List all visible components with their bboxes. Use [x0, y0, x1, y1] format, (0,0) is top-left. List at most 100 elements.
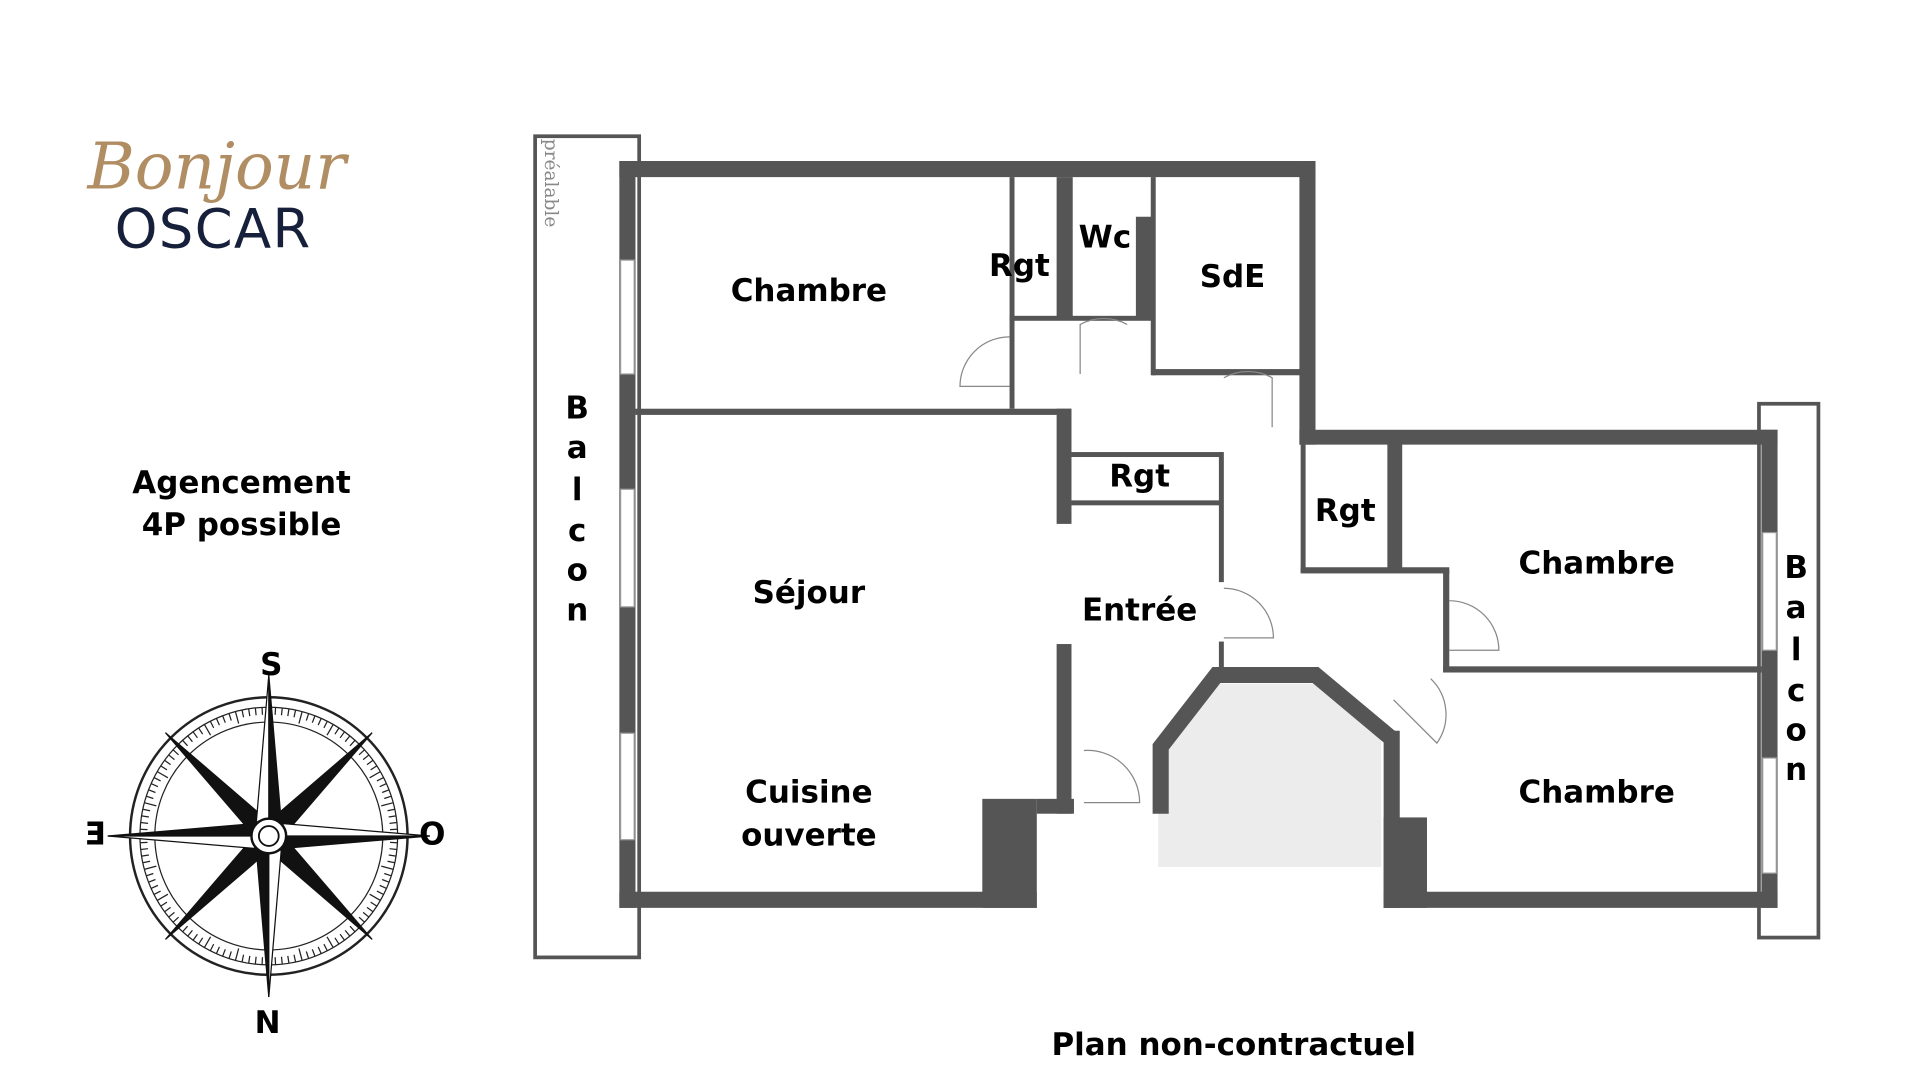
compass-tick	[198, 727, 204, 735]
compass-tick	[142, 808, 151, 812]
compass-tick	[153, 776, 161, 782]
compass-tick	[142, 860, 151, 864]
compass-tick	[376, 776, 384, 782]
compass-tick	[222, 949, 226, 957]
compass-tick	[311, 715, 316, 723]
compass-tick	[305, 713, 310, 721]
compass-tick	[156, 771, 169, 779]
compass-tick	[241, 709, 245, 718]
compass-tick	[160, 765, 168, 771]
compass-tick	[168, 754, 175, 761]
compass-tick	[203, 724, 212, 736]
compass-tick	[305, 951, 310, 959]
compass-tick	[334, 727, 340, 735]
compass-tick	[369, 893, 381, 901]
letter: c	[1787, 673, 1805, 709]
compass-tick	[144, 865, 157, 870]
compass-label-top: S	[260, 647, 282, 683]
compass-tick	[248, 708, 251, 717]
compass-tick	[280, 707, 283, 716]
room-label-rgt-1: Rgt	[989, 248, 1050, 284]
room-label-rgt-2: Rgt	[1109, 459, 1170, 495]
compass-tick	[287, 955, 290, 964]
logo: Bonjour OSCAR	[86, 129, 349, 260]
compass-tick	[388, 815, 397, 818]
compass-tick	[160, 901, 168, 907]
compass-tick	[326, 724, 334, 736]
compass-tick	[280, 956, 283, 965]
room-label-chambre-nw: Chambre	[731, 273, 887, 309]
compass-label-left: E	[85, 817, 106, 853]
compass-tick	[141, 854, 149, 857]
compass-tick	[148, 789, 156, 794]
room-label-chambre-se: Chambre	[1519, 774, 1675, 810]
compass-rose-icon: S N E O	[85, 647, 446, 1041]
room-label-cuisine-2: ouverte	[741, 818, 877, 854]
compass-tick	[381, 802, 394, 807]
compass-tick	[153, 890, 161, 896]
compass-tick	[172, 916, 180, 923]
compass-tick	[140, 821, 149, 824]
compass-tick	[384, 795, 392, 800]
compass-tick	[334, 937, 340, 945]
compass-label-bottom: N	[255, 1005, 281, 1041]
letter: B	[1784, 550, 1808, 586]
compass-tick	[381, 789, 390, 794]
compass-tick	[215, 718, 220, 726]
compass-tick	[379, 884, 387, 889]
compass-tick	[198, 937, 204, 945]
compass-tick	[187, 929, 193, 937]
compass-tick	[389, 848, 397, 851]
compass-tick	[388, 854, 397, 857]
compass-tick	[146, 795, 154, 800]
compass-tick	[323, 943, 328, 952]
compass-tick	[311, 949, 316, 957]
compass-tick	[172, 749, 180, 756]
letter: l	[572, 472, 583, 508]
compass-tick	[234, 711, 240, 724]
room-label-sde: SdE	[1200, 259, 1266, 295]
compass-tick	[358, 749, 365, 756]
room-label-chambre-e: Chambre	[1519, 545, 1675, 581]
compass-tick	[141, 815, 149, 818]
compass-tick	[376, 890, 384, 896]
compass-tick	[381, 878, 390, 883]
compass-tick	[362, 911, 370, 918]
compass-tick	[241, 954, 245, 963]
compass-tick	[228, 951, 232, 959]
compass-tick	[358, 916, 365, 923]
room-label-sejour: Séjour	[753, 575, 866, 611]
vertical-note: préalable	[540, 139, 561, 228]
layout-note-line2: 4P possible	[142, 507, 342, 543]
compass-tick	[326, 936, 334, 948]
compass-tick	[254, 956, 257, 965]
room-label-cuisine-1: Cuisine	[745, 774, 872, 810]
logo-script: Bonjour	[86, 129, 349, 204]
room-label-entree: Entrée	[1082, 592, 1197, 628]
letter: n	[1785, 752, 1807, 788]
compass-tick	[339, 933, 346, 941]
compass-tick	[209, 943, 215, 952]
compass-tick	[182, 925, 189, 933]
compass-tick	[192, 933, 198, 941]
letter: n	[566, 592, 588, 628]
compass-tick	[366, 759, 374, 766]
compass-tick	[228, 713, 232, 721]
compass-tick	[293, 954, 297, 963]
compass-tick	[254, 707, 257, 716]
compass-tick	[379, 783, 387, 788]
compass-tick	[369, 771, 381, 779]
compass-tick	[192, 731, 198, 739]
balcony-right-label: B a l c o n	[1784, 550, 1808, 788]
compass-tick	[323, 720, 328, 729]
compass-tick	[144, 802, 157, 807]
compass-tick	[215, 946, 220, 954]
compass-tick	[293, 709, 297, 718]
compass-tick	[150, 884, 159, 889]
compass-tick	[339, 731, 346, 739]
compass-tick	[187, 735, 193, 743]
compass-tick	[298, 711, 303, 724]
compass-tick	[222, 715, 226, 723]
letter: o	[567, 553, 588, 589]
